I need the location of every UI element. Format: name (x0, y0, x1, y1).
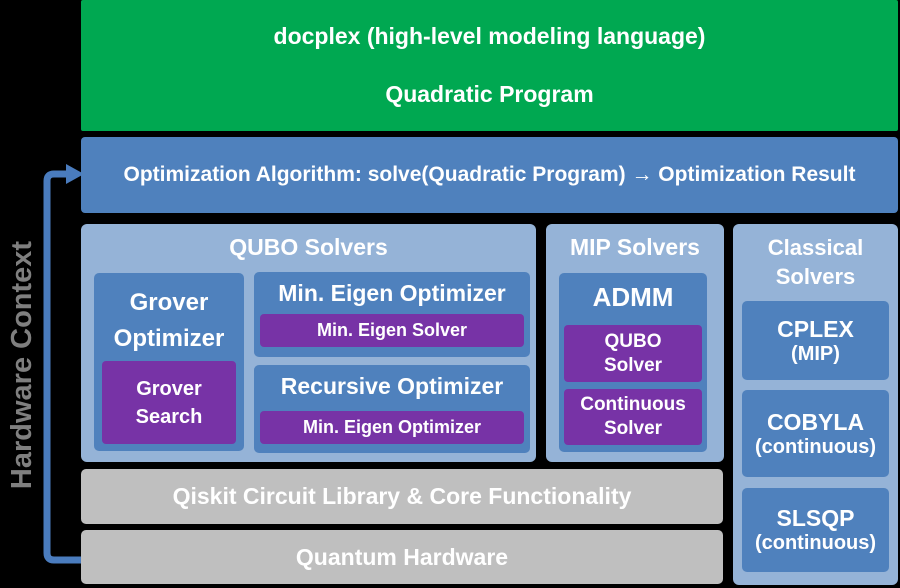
classical-solvers-title: Classical Solvers (767, 235, 864, 289)
min-eigen-optimizer-title: Min. Eigen Optimizer (278, 280, 506, 306)
slsqp-sub-label: (continuous) (754, 532, 877, 554)
quantum-hardware-bar: Quantum Hardware (81, 530, 723, 584)
recursive-optimizer-box: Recursive Optimizer Min. Eigen Optimizer (254, 365, 530, 453)
quantum-hardware-label: Quantum Hardware (295, 543, 509, 570)
admm-box: ADMM QUBO Solver Continuous Solver (559, 273, 707, 452)
qubo-solver-box: QUBO Solver (564, 325, 702, 382)
cplex-label: CPLEX (777, 315, 854, 342)
admm-title: ADMM (592, 282, 674, 312)
mip-solvers-panel: MIP Solvers ADMM QUBO Solver Continuous … (546, 224, 724, 462)
optimization-algorithm-label: Optimization Algorithm: solve(Quadratic … (123, 163, 856, 186)
slsqp-label: SLSQP (776, 505, 855, 531)
qiskit-core-label: Qiskit Circuit Library & Core Functional… (172, 483, 632, 509)
recursive-min-eigen-optimizer-box: Min. Eigen Optimizer (260, 411, 524, 444)
slsqp-box: SLSQP (continuous) (742, 488, 889, 572)
min-eigen-solver-box: Min. Eigen Solver (260, 314, 524, 347)
recursive-optimizer-title: Recursive Optimizer (280, 373, 504, 399)
classical-solvers-panel: Classical Solvers CPLEX (MIP) COBYLA (co… (733, 224, 898, 585)
quadratic-program-label: Quadratic Program (385, 81, 594, 107)
grover-optimizer-box: Grover Optimizer Grover Search (94, 273, 244, 451)
docplex-banner-line1: docplex (high-level modeling language) (273, 23, 706, 49)
cplex-sub-label: (MIP) (791, 342, 840, 365)
cplex-box: CPLEX (MIP) (742, 301, 889, 380)
continuous-solver-box: Continuous Solver (564, 389, 702, 445)
docplex-banner: docplex (high-level modeling language) Q… (81, 0, 898, 131)
qiskit-core-bar: Qiskit Circuit Library & Core Functional… (81, 469, 723, 524)
min-eigen-optimizer-box: Min. Eigen Optimizer Min. Eigen Solver (254, 272, 530, 357)
cobyla-sub-label: (continuous) (754, 435, 877, 458)
hardware-context-label: Hardware Context (6, 240, 38, 490)
cobyla-label: COBYLA (766, 408, 865, 435)
optimization-algorithm-bar: Optimization Algorithm: solve(Quadratic … (81, 137, 898, 213)
qubo-solvers-title: QUBO Solvers (229, 234, 388, 260)
cobyla-box: COBYLA (continuous) (742, 390, 889, 477)
mip-solvers-title: MIP Solvers (570, 234, 700, 260)
qubo-solvers-panel: QUBO Solvers Grover Optimizer Grover Sea… (81, 224, 536, 462)
grover-search-box: Grover Search (102, 361, 236, 444)
grover-optimizer-title: Grover Optimizer (113, 289, 225, 352)
